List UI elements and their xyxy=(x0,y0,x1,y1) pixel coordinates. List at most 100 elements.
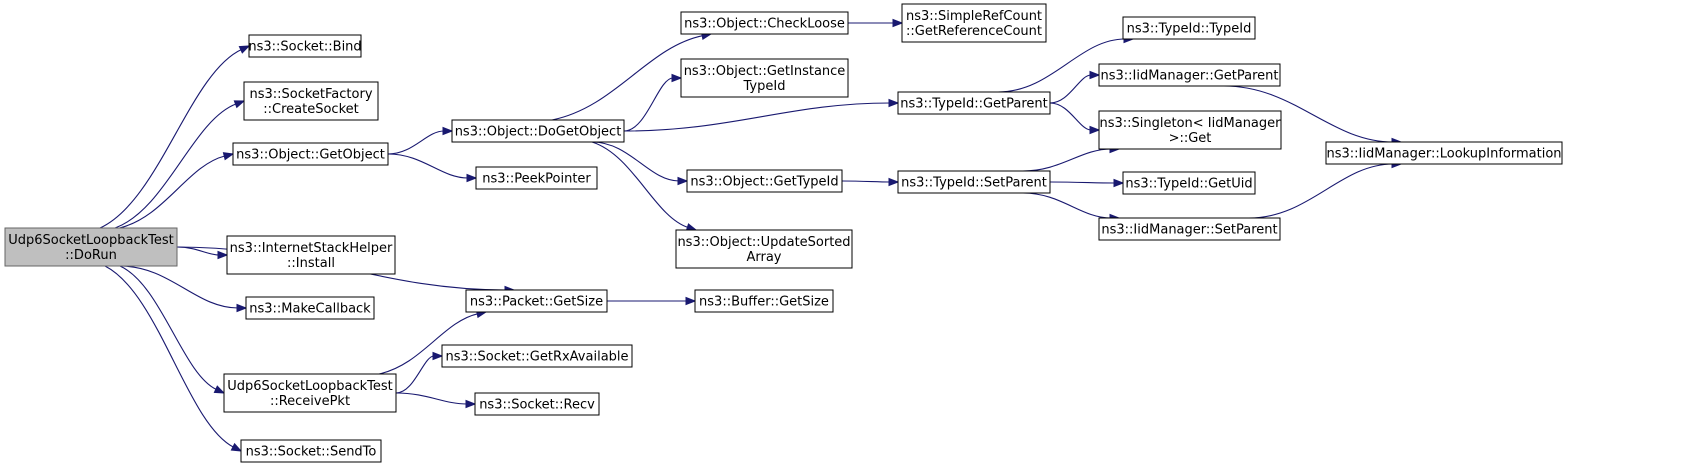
node-box-iidgetparent xyxy=(1098,63,1281,87)
edge-typeidsetparent-to-iidsetparent xyxy=(1022,192,1112,219)
node-receivepkt[interactable]: Udp6SocketLoopbackTest::ReceivePkt xyxy=(223,373,397,413)
node-label-receivepkt-line-2: ::ReceivePkt xyxy=(270,394,350,409)
arrowhead-dorun-to-sendto xyxy=(230,442,243,452)
node-label-updatesortedarray-line-1: ns3::Object::UpdateSorted xyxy=(677,235,850,250)
node-lookupinformation[interactable]: ns3::IidManager::LookupInformation xyxy=(1325,141,1563,165)
node-label-getobject-line-1: ns3::Object::GetObject xyxy=(236,148,385,163)
node-label-createsocket-line-2: ::CreateSocket xyxy=(263,102,358,117)
node-box-peekpointer xyxy=(475,166,598,190)
node-label-checkloose-line-1: ns3::Object::CheckLoose xyxy=(684,17,845,32)
node-makecallback[interactable]: ns3::MakeCallback xyxy=(245,296,375,320)
node-box-checkloose xyxy=(680,11,849,35)
edge-dorun-to-install xyxy=(176,246,220,256)
edge-typeidgetparent-to-iidgetparent xyxy=(1049,74,1092,104)
node-box-getrxavailable xyxy=(441,344,633,368)
edge-dorun-to-createsocket xyxy=(114,103,237,229)
node-box-dorun xyxy=(4,227,178,267)
node-singletonget[interactable]: ns3::Singleton< IidManager>::Get xyxy=(1098,110,1282,150)
arrowhead-packetgetsize-to-buffergetsize xyxy=(685,296,697,306)
node-box-dogetobject xyxy=(451,119,625,143)
node-typeidtypeid[interactable]: ns3::TypeId::TypeId xyxy=(1122,16,1256,40)
node-buffergetsize[interactable]: ns3::Buffer::GetSize xyxy=(694,289,834,313)
node-label-install-line-2: ::Install xyxy=(287,256,335,271)
arrowhead-checkloose-to-getreferencecount xyxy=(892,18,904,28)
node-label-getinstancetypeid-line-1: ns3::Object::GetInstance xyxy=(684,64,846,79)
node-label-receivepkt-line-1: Udp6SocketLoopbackTest xyxy=(227,379,392,394)
node-getrxavailable[interactable]: ns3::Socket::GetRxAvailable xyxy=(441,344,633,368)
arrowhead-dogetobject-to-objgettypeid xyxy=(677,176,689,186)
edge-iidsetparent-to-lookupinformation xyxy=(1248,163,1394,219)
arrowhead-dorun-to-createsocket xyxy=(233,100,246,109)
node-box-objgettypeid xyxy=(686,169,843,193)
node-label-sendto-line-1: ns3::Socket::SendTo xyxy=(246,445,377,460)
node-typeidsetparent[interactable]: ns3::TypeId::SetParent xyxy=(897,170,1051,194)
node-box-typeidsetparent xyxy=(897,170,1051,194)
node-dogetobject[interactable]: ns3::Object::DoGetObject xyxy=(451,119,625,143)
arrowhead-dorun-to-bind xyxy=(238,45,251,54)
edge-dorun-to-bind xyxy=(99,48,242,229)
edge-typeidsetparent-to-typeidgetuid xyxy=(1049,181,1116,184)
node-label-singletonget-line-1: ns3::Singleton< IidManager xyxy=(1099,116,1281,131)
node-label-dorun-line-1: Udp6SocketLoopbackTest xyxy=(8,233,173,248)
node-label-getinstancetypeid-line-2: TypeId xyxy=(743,79,786,94)
node-iidsetparent[interactable]: ns3::IidManager::SetParent xyxy=(1098,217,1281,241)
node-sendto[interactable]: ns3::Socket::SendTo xyxy=(240,439,382,463)
node-label-getreferencecount-line-2: ::GetReferenceCount xyxy=(906,24,1042,39)
node-label-iidgetparent-line-1: ns3::IidManager::GetParent xyxy=(1100,69,1278,84)
node-label-bind-line-1: ns3::Socket::Bind xyxy=(248,40,361,55)
arrowhead-dogetobject-to-getinstancetypeid xyxy=(671,73,683,83)
arrowhead-typeidgetparent-to-singletonget xyxy=(1089,125,1101,135)
node-box-singletonget xyxy=(1098,110,1282,150)
arrowhead-receivepkt-to-getrxavailable xyxy=(432,351,444,361)
node-getobject[interactable]: ns3::Object::GetObject xyxy=(232,142,389,166)
node-checkloose[interactable]: ns3::Object::CheckLoose xyxy=(680,11,849,35)
node-box-getreferencecount xyxy=(901,3,1047,43)
node-iidgetparent[interactable]: ns3::IidManager::GetParent xyxy=(1098,63,1281,87)
edge-dogetobject-to-updatesortedarray xyxy=(591,141,689,229)
node-box-typeidgetparent xyxy=(897,91,1051,115)
node-label-typeidgetparent-line-1: ns3::TypeId::GetParent xyxy=(900,97,1048,112)
node-label-typeidgetuid-line-1: ns3::TypeId::GetUid xyxy=(1125,177,1252,192)
node-getreferencecount[interactable]: ns3::SimpleRefCount::GetReferenceCount xyxy=(901,3,1047,43)
arrowhead-typeidsetparent-to-typeidgetuid xyxy=(1113,178,1125,188)
node-objgettypeid[interactable]: ns3::Object::GetTypeId xyxy=(686,169,843,193)
node-label-makecallback-line-1: ns3::MakeCallback xyxy=(249,302,371,317)
node-peekpointer[interactable]: ns3::PeekPointer xyxy=(475,166,598,190)
node-install[interactable]: ns3::InternetStackHelper::Install xyxy=(226,235,396,275)
edge-getobject-to-dogetobject xyxy=(387,130,445,155)
edge-dorun-to-receivepkt xyxy=(119,265,217,391)
edge-dogetobject-to-objgettypeid xyxy=(591,141,680,182)
arrowhead-getobject-to-peekpointer xyxy=(466,173,478,183)
node-label-dorun-line-2: ::DoRun xyxy=(65,248,117,263)
node-label-typeidsetparent-line-1: ns3::TypeId::SetParent xyxy=(901,176,1047,191)
arrowhead-typeidgetparent-to-iidgetparent xyxy=(1089,70,1101,80)
edge-objgettypeid-to-typeidsetparent xyxy=(841,180,891,183)
node-label-getrxavailable-line-1: ns3::Socket::GetRxAvailable xyxy=(445,350,628,365)
node-label-install-line-1: ns3::InternetStackHelper xyxy=(230,241,393,256)
node-box-packetgetsize xyxy=(465,289,608,313)
node-box-createsocket xyxy=(243,81,379,121)
node-dorun[interactable]: Udp6SocketLoopbackTest::DoRun xyxy=(4,227,178,267)
node-bind[interactable]: ns3::Socket::Bind xyxy=(248,34,362,58)
node-label-buffergetsize-line-1: ns3::Buffer::GetSize xyxy=(699,295,829,310)
arrowhead-receivepkt-to-recv xyxy=(465,399,477,409)
node-label-createsocket-line-1: ns3::SocketFactory xyxy=(249,87,372,102)
arrowhead-getobject-to-dogetobject xyxy=(442,126,454,136)
node-typeidgetuid[interactable]: ns3::TypeId::GetUid xyxy=(1122,171,1256,195)
node-packetgetsize[interactable]: ns3::Packet::GetSize xyxy=(465,289,608,313)
edge-typeidgetparent-to-singletonget xyxy=(1049,102,1092,131)
arrowhead-dorun-to-makecallback xyxy=(236,303,248,313)
edge-iidgetparent-to-lookupinformation xyxy=(1223,85,1394,143)
node-recv[interactable]: ns3::Socket::Recv xyxy=(474,392,600,416)
edge-dorun-to-makecallback xyxy=(119,265,239,309)
node-box-iidsetparent xyxy=(1098,217,1281,241)
node-createsocket[interactable]: ns3::SocketFactory::CreateSocket xyxy=(243,81,379,121)
node-label-getreferencecount-line-1: ns3::SimpleRefCount xyxy=(906,9,1042,24)
node-typeidgetparent[interactable]: ns3::TypeId::GetParent xyxy=(897,91,1051,115)
node-label-iidsetparent-line-1: ns3::IidManager::SetParent xyxy=(1101,223,1277,238)
node-label-packetgetsize-line-1: ns3::Packet::GetSize xyxy=(470,295,603,310)
edge-receivepkt-to-recv xyxy=(395,392,468,405)
